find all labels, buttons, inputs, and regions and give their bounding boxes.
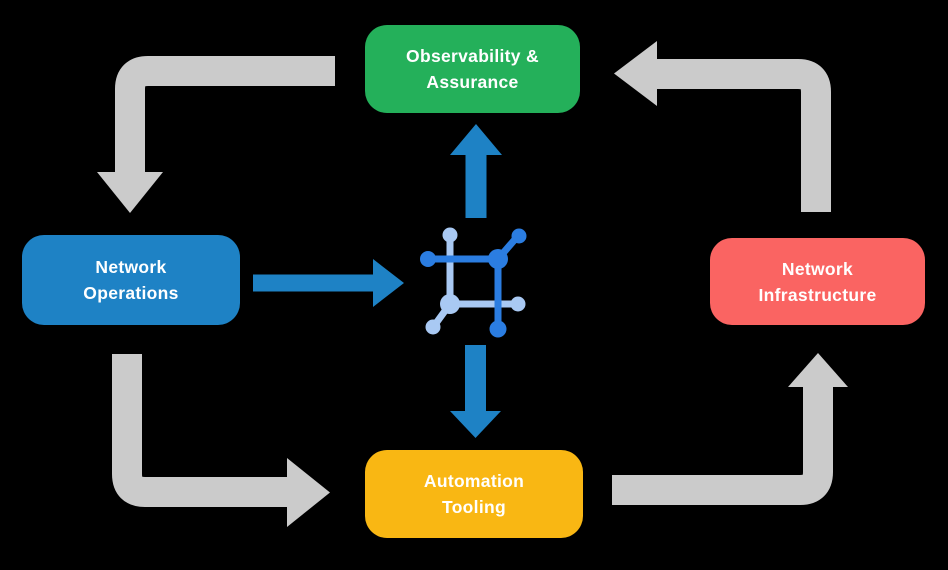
arrow-operations-to-automation-shaft: [112, 354, 288, 507]
node-network-infrastructure-label: Network Infrastructure: [758, 258, 877, 305]
icon-node-topright-dark: [511, 228, 527, 244]
arrow-infrastructure-to-observability-shaft: [657, 59, 831, 212]
icon-hub-topright-dark: [488, 249, 508, 269]
node-automation-tooling: Automation Tooling: [365, 450, 583, 538]
arrow-infrastructure-to-observability: [614, 41, 831, 212]
arrow-center-to-observability: [450, 124, 502, 218]
arrow-down-head-icon: [97, 172, 163, 213]
node-network-operations: Network Operations: [22, 235, 240, 325]
arrow-right-head-icon: [287, 458, 330, 527]
icon-node-bottomleft-light: [425, 319, 441, 335]
blue-down-head-icon: [450, 411, 501, 438]
arrow-observability-to-operations: [97, 56, 335, 213]
blue-right-head-icon: [373, 259, 404, 307]
node-network-infrastructure: Network Infrastructure: [710, 238, 925, 325]
blue-up-head-icon: [450, 124, 502, 155]
arrow-up-head-icon: [788, 353, 848, 387]
arrow-center-to-automation: [450, 345, 501, 438]
arrow-automation-to-infrastructure: [612, 353, 848, 505]
icon-hub-bottomleft-light: [440, 294, 460, 314]
node-observability-assurance: Observability & Assurance: [365, 25, 580, 113]
arrow-operations-to-center: [253, 259, 404, 307]
arrow-operations-to-automation: [112, 354, 330, 527]
arrow-left-head-icon: [614, 41, 657, 106]
arrow-automation-to-infrastructure-shaft: [612, 387, 833, 505]
node-observability-assurance-label: Observability & Assurance: [406, 46, 539, 92]
node-automation-tooling-label: Automation Tooling: [423, 471, 525, 517]
icon-dark-lines: [420, 228, 527, 338]
network-automation-icon: [420, 227, 527, 338]
node-network-operations-label: Network Operations: [83, 257, 179, 303]
icon-node-bottom-dark: [489, 320, 507, 338]
icon-light-lines: [425, 227, 526, 335]
arrow-observability-to-operations-shaft: [115, 56, 335, 173]
icon-node-right-light: [510, 296, 526, 312]
